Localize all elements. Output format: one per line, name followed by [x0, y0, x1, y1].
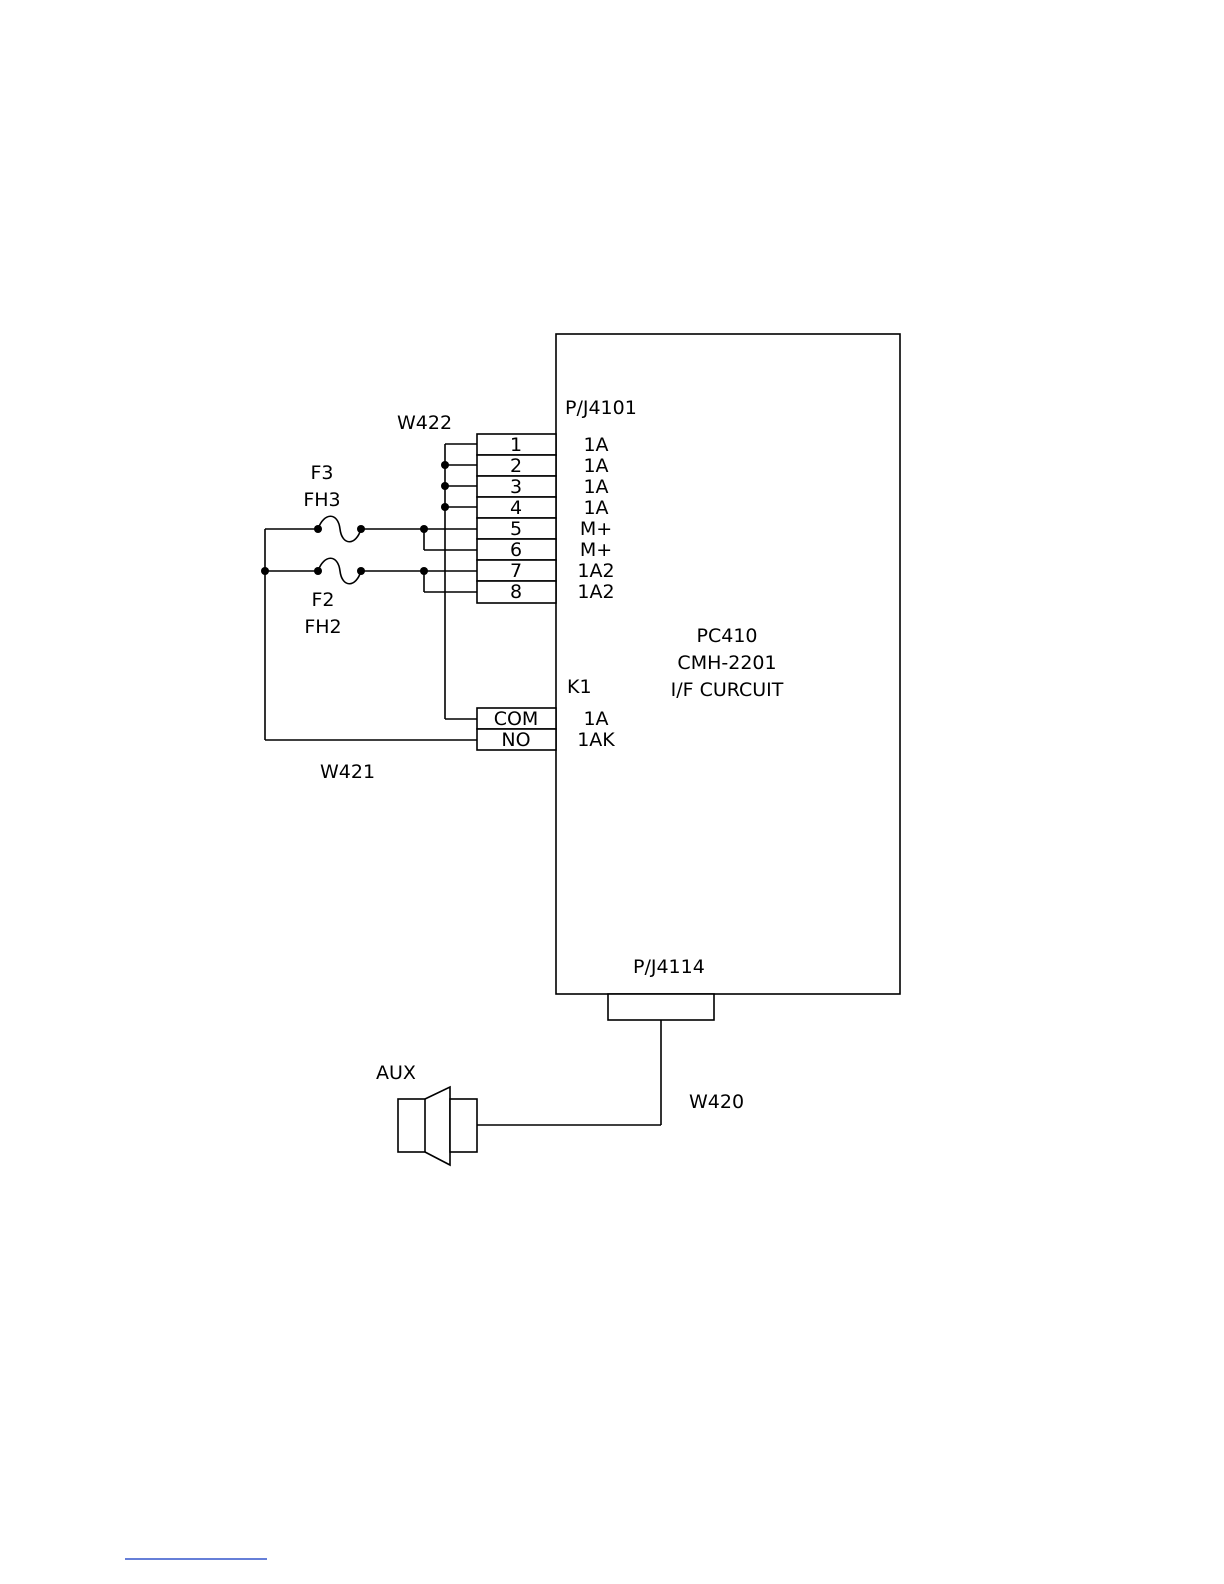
- pin-signal-3: 1A: [583, 476, 608, 498]
- wire-1a2: [361, 571, 477, 592]
- pin-number-8: 8: [510, 581, 522, 603]
- wire-m-plus: [361, 529, 477, 550]
- board-name: PC410: [697, 625, 758, 647]
- pin-signal-7: 1A2: [577, 560, 614, 582]
- label-p4114: P/J4114: [633, 956, 705, 978]
- label-w420: W420: [689, 1091, 744, 1113]
- board-description: I/F CURCUIT: [671, 679, 784, 701]
- label-p4101: P/J4101: [565, 397, 637, 419]
- relay-signal-com: 1A: [583, 708, 608, 730]
- label-fh3: FH3: [303, 489, 340, 511]
- pin-signal-6: M+: [580, 539, 612, 561]
- pin-signal-5: M+: [580, 518, 612, 540]
- label-w422: W422: [397, 412, 452, 434]
- label-fh2: FH2: [304, 616, 341, 638]
- pin-signal-8: 1A2: [577, 581, 614, 603]
- pin-number-5: 5: [510, 518, 522, 540]
- wire-w420: [477, 1020, 661, 1125]
- pin-number-2: 2: [510, 455, 522, 477]
- label-f2: F2: [311, 589, 334, 611]
- pin-signal-2: 1A: [583, 455, 608, 477]
- label-aux: AUX: [376, 1062, 416, 1084]
- relay-signal-no: 1AK: [577, 729, 615, 751]
- board-model: CMH-2201: [677, 652, 776, 674]
- relay-pin-no: NO: [501, 729, 530, 751]
- junction-dots: [261, 461, 449, 575]
- pin-signal-1: 1A: [583, 434, 608, 456]
- pin-number-4: 4: [510, 497, 522, 519]
- fuse-f3-symbol: [318, 516, 361, 542]
- label-f3: F3: [310, 462, 333, 484]
- relay-pin-com: COM: [494, 708, 539, 730]
- pin-number-6: 6: [510, 539, 522, 561]
- pin-number-7: 7: [510, 560, 522, 582]
- label-w421: W421: [320, 761, 375, 783]
- pin-number-1: 1: [510, 434, 522, 456]
- wire-w422: [445, 444, 477, 719]
- pin-number-3: 3: [510, 476, 522, 498]
- speaker-icon: [398, 1087, 477, 1165]
- label-k1: K1: [567, 676, 592, 698]
- pin-signal-4: 1A: [583, 497, 608, 519]
- fuse-f2-symbol: [318, 558, 361, 584]
- connector-p4114-box: [608, 994, 714, 1020]
